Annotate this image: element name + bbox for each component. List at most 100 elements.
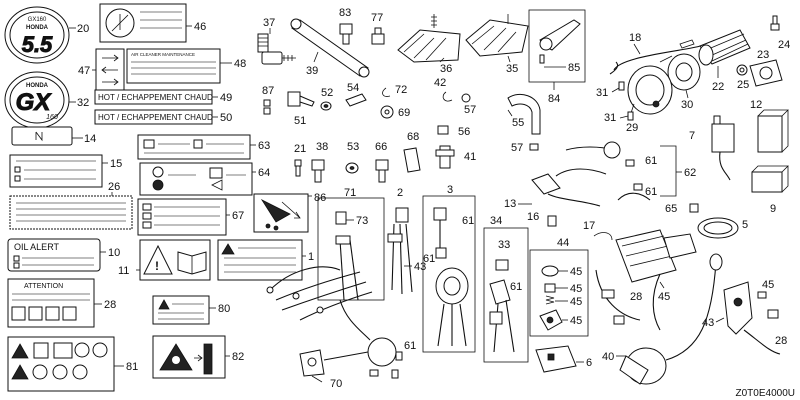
oil-alert-text: OIL ALERT — [14, 242, 60, 252]
hot-label-1-text: HOT / ECHAPPEMENT CHAUD — [98, 93, 213, 102]
part-60-cover — [757, 109, 789, 153]
part-4-terminal-a — [369, 351, 403, 379]
callout-7: 44 — [557, 237, 569, 249]
label-part-79 — [217, 239, 303, 281]
callout-12: 33 — [498, 239, 510, 251]
part-70-igniter — [299, 337, 397, 377]
callout-9: 45 — [570, 266, 582, 278]
part-35-mount — [465, 14, 529, 57]
callout-69: 69 — [398, 107, 410, 119]
callout-28: 28 — [104, 299, 116, 311]
callout-box-5 — [483, 227, 529, 363]
callout-17: 17 — [583, 220, 595, 232]
part-54-key — [345, 93, 367, 107]
callout-4-d: 61 — [510, 281, 522, 293]
part-68-clamp — [403, 147, 421, 173]
label-part-67 — [137, 198, 227, 236]
gx-emblem-mark-text: GX — [16, 89, 53, 116]
label-part-80 — [152, 295, 210, 325]
callout-4-c: 61 — [423, 253, 435, 265]
hot-label-2-text: HOT / ECHAPPEMENT CHAUD — [98, 113, 213, 122]
callout-6: 6 — [586, 357, 592, 369]
label-part-47-arrows — [95, 48, 125, 92]
callout-36: 36 — [440, 63, 452, 75]
label-part-63 — [137, 134, 251, 160]
part-12-fuse — [495, 259, 509, 271]
callout-24: 24 — [778, 39, 790, 51]
part-53-washer — [345, 162, 359, 174]
part-42-clamp — [442, 91, 453, 102]
callout-11: 45 — [570, 315, 582, 327]
callout-5: 34 — [490, 215, 502, 227]
callout-73: 73 — [356, 215, 368, 227]
callout-41: 41 — [464, 151, 476, 163]
callout-2: 2 — [397, 187, 403, 199]
label-part-82 — [152, 335, 226, 379]
part-44-nut — [757, 291, 767, 299]
label-part-86 — [253, 193, 309, 233]
callout-49: 49 — [220, 92, 232, 104]
label-part-64 — [139, 162, 253, 196]
part-29-housing — [627, 65, 673, 115]
callout-66: 66 — [375, 141, 387, 153]
callout-72: 72 — [395, 84, 407, 96]
callout-87: 87 — [262, 85, 274, 97]
callout-27: 10 — [108, 247, 120, 259]
part-10-spring — [545, 295, 555, 305]
part-43-bolt — [767, 309, 779, 319]
part-9-part — [541, 265, 559, 277]
part-34-wiring — [595, 269, 641, 325]
callout-29: 29 — [626, 122, 638, 134]
callout-80: 80 — [218, 303, 230, 315]
callout-4-a: 61 — [404, 340, 416, 352]
callout-34: 28 — [630, 291, 642, 303]
callout-44: 45 — [762, 279, 774, 291]
callout-31-b: 31 — [604, 112, 616, 124]
callout-22: 22 — [712, 81, 724, 93]
callout-18: 18 — [629, 32, 641, 44]
part-83-bolt — [339, 23, 353, 45]
callout-33: 45 — [658, 291, 670, 303]
callout-60: 12 — [750, 99, 762, 111]
callout-50: 50 — [220, 112, 232, 124]
diagram-code: Z0T0E4000U — [736, 388, 795, 399]
callout-68: 68 — [407, 131, 419, 143]
callout-58: 5 — [742, 219, 748, 231]
callout-box-3 — [422, 195, 476, 353]
part-2-connector — [395, 207, 409, 223]
callout-23: 23 — [757, 49, 769, 61]
part-57-washer — [437, 125, 449, 135]
callout-16: 16 — [527, 211, 539, 223]
callout-10: 45 — [570, 296, 582, 308]
part-87-pin — [263, 99, 271, 115]
callout-8: 45 — [570, 283, 582, 295]
callout-21: 21 — [294, 143, 306, 155]
part-3-oil-alert-unit — [433, 207, 469, 347]
part-40-motor — [619, 253, 723, 385]
part-11-terminal — [539, 309, 563, 331]
callout-30: 30 — [681, 99, 693, 111]
part-56-pin — [529, 143, 539, 151]
part-30-bearing — [659, 53, 701, 91]
callout-62: 62 — [684, 167, 696, 179]
part-22-grip — [698, 29, 751, 66]
callout-52: 52 — [321, 87, 333, 99]
callout-32: 32 — [77, 97, 89, 109]
part-57-clip — [461, 93, 471, 103]
callout-85: 85 — [568, 62, 580, 74]
part-84-bracket — [528, 9, 586, 83]
callout-77: 77 — [371, 12, 383, 24]
part-61-rectifier — [751, 165, 789, 193]
label-part-15 — [9, 154, 103, 188]
callout-31-a: 31 — [596, 87, 608, 99]
callout-4-f: 61 — [645, 186, 657, 198]
part-38-bolt — [311, 159, 325, 183]
callout-48: 48 — [234, 58, 246, 70]
callout-35: 35 — [506, 63, 518, 75]
callout-4-b: 61 — [462, 215, 474, 227]
svg-text:!: ! — [155, 259, 159, 273]
label-part-46 — [99, 3, 187, 43]
label-attention: ATTENTION — [7, 278, 95, 328]
callout-3: 3 — [447, 184, 453, 196]
callout-55: 55 — [512, 117, 524, 129]
